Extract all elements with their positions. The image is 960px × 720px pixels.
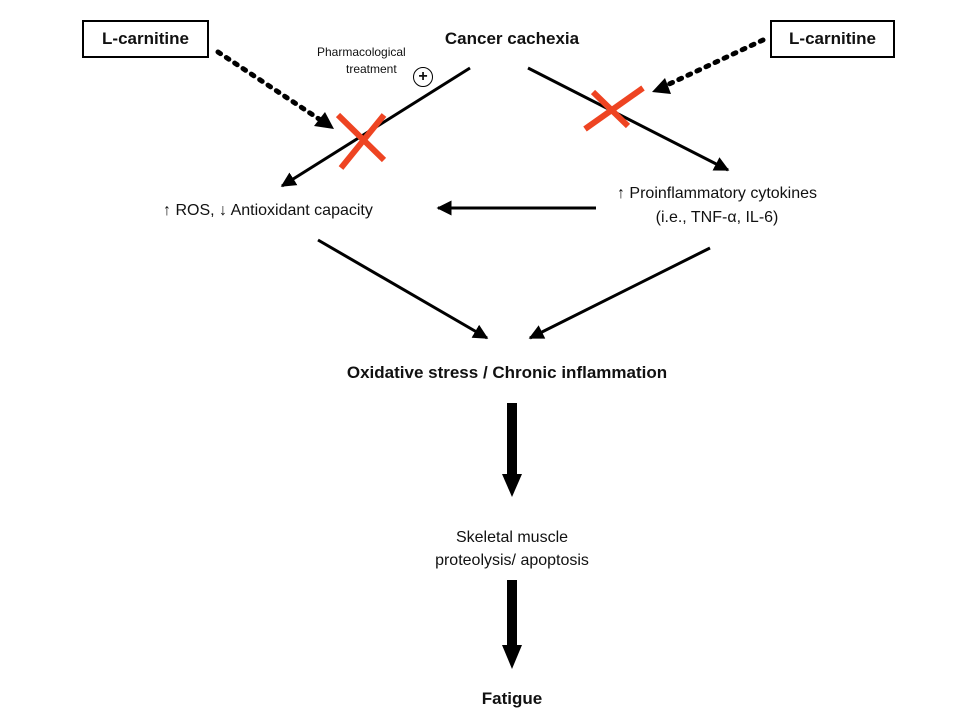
lcarnitine-box-right: L-carnitine [770, 20, 895, 58]
plus-circle-icon: + [413, 67, 433, 87]
arrow-cachexia-to-cytokines [527, 66, 730, 172]
arrow-oxidative-to-skeletal [502, 403, 522, 497]
dotted-arrow-lcarnitine-right [662, 37, 766, 89]
cytokines-line1: ↑ Proinflammatory cytokines [616, 185, 818, 202]
dotted-arrow-lcarnitine-left [215, 49, 328, 126]
plus-symbol: + [418, 68, 428, 85]
lcarnitine-left-label: L-carnitine [102, 29, 189, 48]
oxidative-stress-label: Oxidative stress / Chronic inflammation [346, 363, 668, 382]
lcarnitine-box-left: L-carnitine [82, 20, 209, 58]
fatigue-label: Fatigue [481, 689, 543, 708]
dotted-arrowhead-right [652, 78, 671, 94]
skeletal-line2: proteolysis/ apoptosis [435, 552, 589, 569]
skeletal-line1: Skeletal muscle [455, 529, 569, 546]
pharmacological-line1: Pharmacological [317, 45, 406, 59]
cytokines-line2: (i.e., TNF-α, IL-6) [655, 209, 779, 226]
inhibition-x-right [583, 85, 645, 132]
cancer-cachexia-label: Cancer cachexia [444, 29, 580, 48]
arrow-ros-to-oxidative [317, 238, 489, 340]
pharmacological-line2: treatment [346, 62, 397, 76]
dotted-arrowhead-left [314, 112, 334, 129]
arrow-cytokines-to-oxidative [528, 246, 711, 340]
lcarnitine-right-label: L-carnitine [789, 29, 876, 48]
arrow-skeletal-to-fatigue [502, 580, 522, 669]
inhibition-x-left [335, 112, 387, 170]
ros-antioxidant-label: ↑ ROS, ↓ Antioxidant capacity [163, 202, 373, 219]
